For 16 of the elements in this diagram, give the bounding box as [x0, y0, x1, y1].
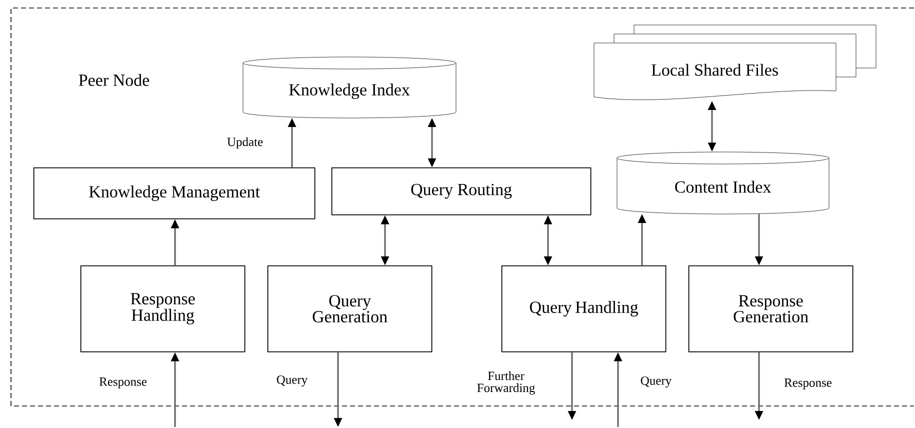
boundary-label: Peer Node: [78, 74, 150, 86]
edge-label: Further Forwarding: [470, 370, 542, 396]
process-box: Query Handling: [501, 265, 666, 352]
process-box: Query Routing: [331, 167, 592, 216]
process-box: Response Handling: [80, 265, 246, 352]
edge-label: Query: [275, 374, 309, 388]
database-cylinder: Content Index: [616, 152, 830, 214]
process-box: Query Generation: [267, 265, 432, 352]
process-box: Response Generation: [688, 265, 854, 352]
document-stack: Local Shared Files: [594, 24, 876, 100]
edge-label: Response: [98, 376, 148, 390]
edge-label: Update: [226, 136, 264, 150]
database-cylinder: Knowledge Index: [242, 56, 456, 118]
edge-label: Response: [783, 378, 833, 390]
edge-label: Query: [639, 376, 673, 388]
process-box: Knowledge Management: [33, 167, 316, 220]
